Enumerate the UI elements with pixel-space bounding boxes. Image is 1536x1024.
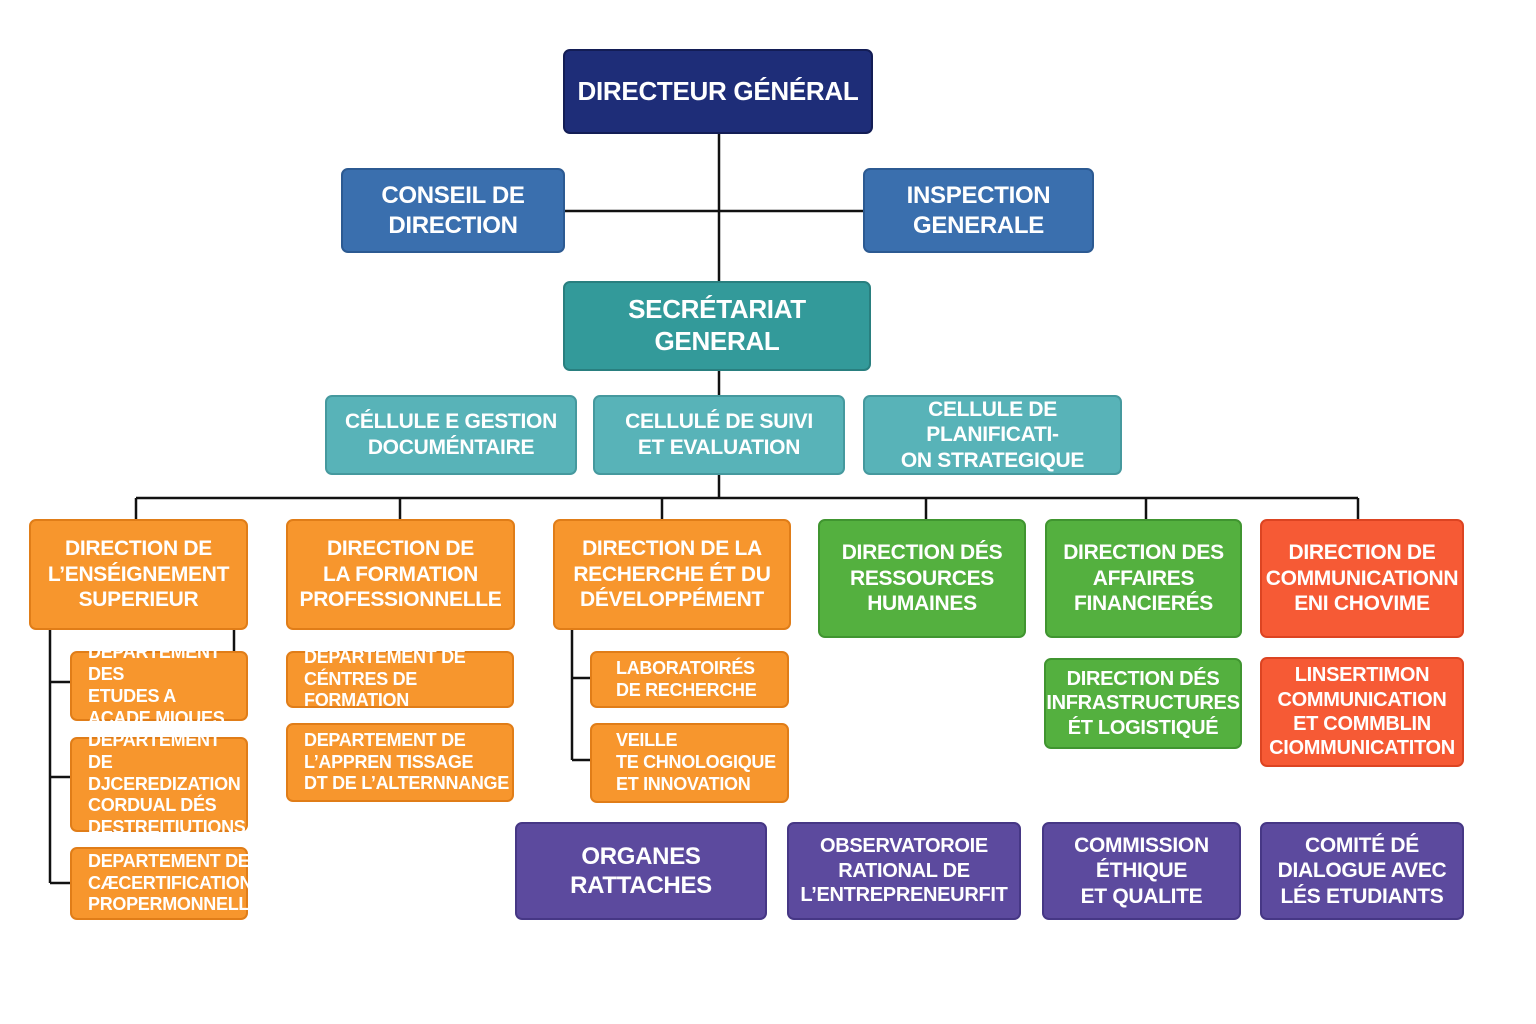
direction-enseignement-superieur-box[interactable]: DIRECTION DE L’ENSÉIGNEMENT SUPERIEUR: [29, 519, 248, 630]
insertion-communication-box[interactable]: LINSERTIMON COMMUNICATION ET COMMBLIN CI…: [1260, 657, 1464, 767]
departement-etudes-academiques-box[interactable]: DEPARTEMENT DES ETUDES A ACADE MIQUES: [70, 642, 248, 728]
laboratoires-recherche-box[interactable]: LABORATOIRÉS DE RECHERCHE: [590, 651, 789, 708]
direction-ressources-humaines-box[interactable]: DIRECTION DÉS RESSOURCES HUMAINES: [818, 519, 1026, 638]
direction-recherche-developpement-box[interactable]: DIRECTION DE LA RECHERCHE ÉT DU DÉVELOPP…: [553, 519, 791, 630]
departement-apprentissage-box[interactable]: DEPARTEMENT DE L’APPREN TISSAGE DT DE L’…: [286, 723, 514, 802]
cellule-planification-box[interactable]: CELLULE DE PLANIFICATI- ON STRATEGIQUE: [863, 395, 1122, 475]
comite-dialogue-etudiants-box[interactable]: COMITÉ DÉ DIALOGUE AVEC LÉS ETUDIANTS: [1260, 822, 1464, 920]
secretariat-general-box[interactable]: SECRÉTARIAT GENERAL: [563, 281, 871, 371]
commission-ethique-qualite-box[interactable]: COMMISSION ÉTHIQUE ET QUALITE: [1042, 822, 1241, 920]
cellule-suivi-evaluation-box[interactable]: CELLULÉ DE SUIVI ET EVALUATION: [593, 395, 845, 475]
direction-infrastructures-logistique-box[interactable]: DIRECTION DÉS INFRASTRUCTURES ÉT LOGISTI…: [1044, 658, 1242, 749]
veille-technologique-box[interactable]: VEILLE TE CHNOLOGIQUE ET INNOVATION: [590, 723, 789, 803]
departement-centres-formation-box[interactable]: DEPARTEMENT DE CÉNTRES DE FORMATION: [286, 647, 514, 710]
departement-accreditation-box[interactable]: DEPARTÉMENT DE DJCEREDIZATION CORDUAL DÉ…: [70, 730, 248, 837]
cellule-gestion-documentaire-box[interactable]: CÉLLULE E GESTION DOCUMÉNTAIRE: [325, 395, 577, 475]
departement-certification-box[interactable]: DEPARTEMENT DE CÆCERTIFICATION PROPERMON…: [70, 847, 261, 920]
directeur-general-box[interactable]: DIRECTEUR GÉNÉRAL: [563, 49, 873, 134]
inspection-generale-box[interactable]: INSPECTION GENERALE: [863, 168, 1094, 253]
organes-rattaches-box[interactable]: ORGANES RATTACHES: [515, 822, 767, 920]
direction-affaires-financieres-box[interactable]: DIRECTION DES AFFAIRES FINANCIERÉS: [1045, 519, 1242, 638]
observatoire-entrepreneuriat-box[interactable]: OBSERVATOROIE RATIONAL DE L’ENTREPRENEUR…: [787, 822, 1021, 920]
conseil-direction-box[interactable]: CONSEIL DE DIRECTION: [341, 168, 565, 253]
direction-formation-professionnelle-box[interactable]: DIRECTION DE LA FORMATION PROFESSIONNELL…: [286, 519, 515, 630]
direction-communication-box[interactable]: DIRECTION DE COMMUNICATIONN ENI CHOVIME: [1260, 519, 1464, 638]
